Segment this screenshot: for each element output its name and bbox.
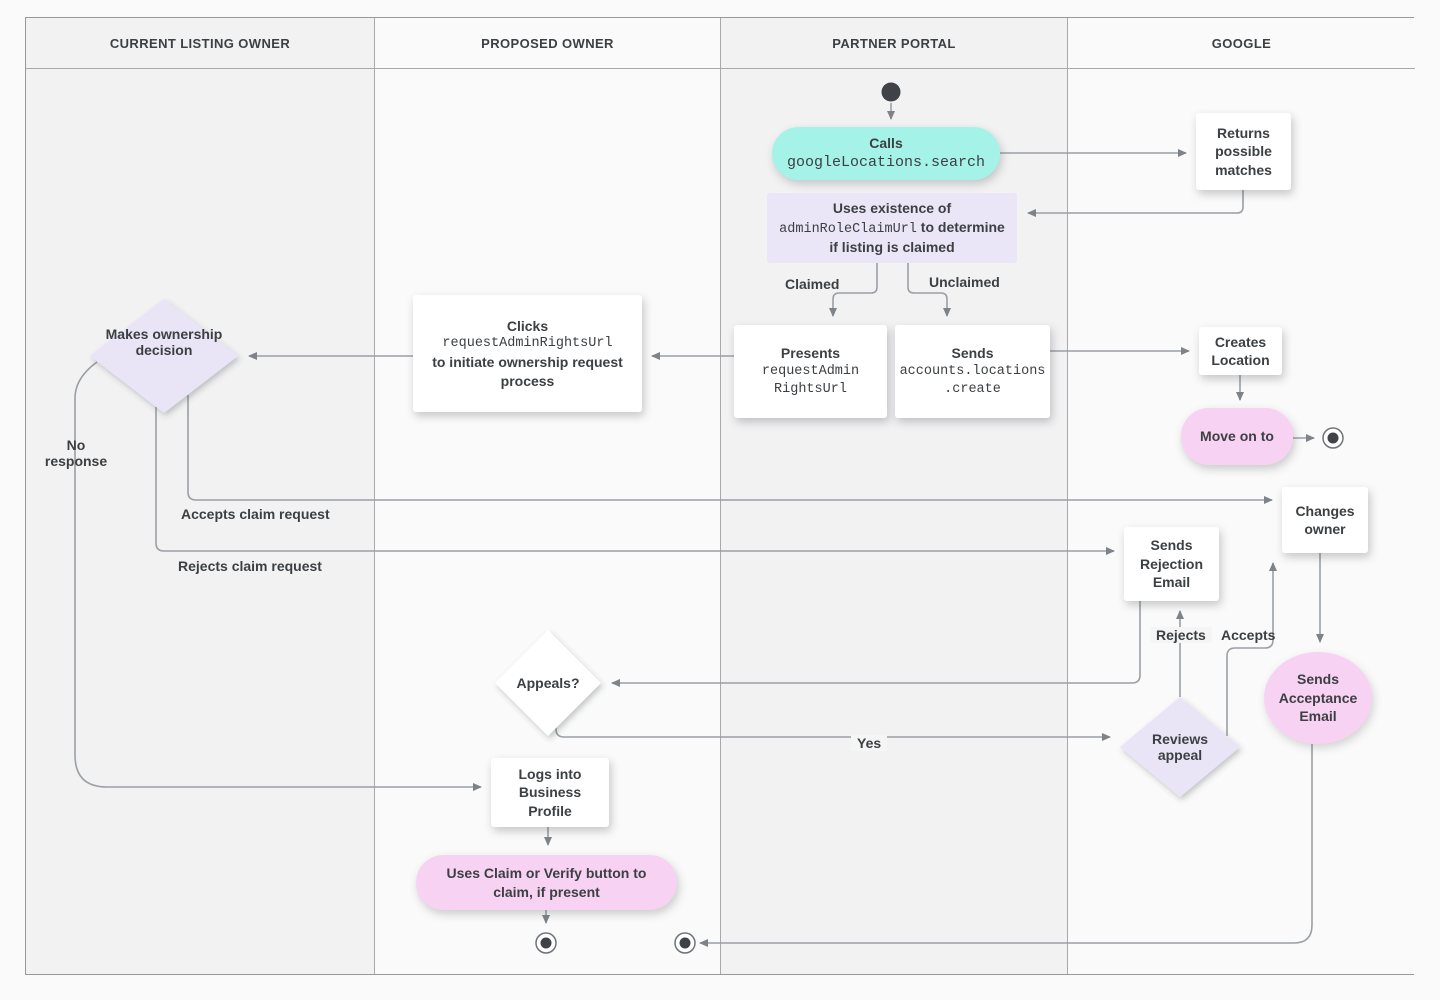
edge-label-rejects: Rejects [1150,627,1212,643]
edge-accepts-claim [187,395,1273,504]
node-logs-into-business-profile: Logs into Business Profile [491,758,609,827]
edge-label-accepts: Accepts [1221,627,1276,643]
decision-reviews-appeal [1120,697,1240,797]
edge-rejection-to-appeals [611,601,1141,687]
lane-header-proposed-owner: PROPOSED OWNER [375,18,720,69]
node-label: Creates Location [1211,333,1270,368]
edge-label-rejects-claim-request: Rejects claim request [178,558,322,574]
node-label: Uses Claim or Verify button to claim, if… [446,865,647,900]
edge-uses-unclaimed [907,263,951,317]
edge-returns-to-uses [1027,190,1244,217]
node-label: to initiate ownership request process [432,354,623,389]
decision-appeals [495,630,601,736]
end-node-acceptance [674,932,696,954]
decision-makes-ownership [90,299,238,413]
node-sends-rejection-email: Sends Rejection Email [1124,527,1219,601]
node-presents-requestadminrightsurl: Presents requestAdmin RightsUrl [734,325,887,418]
node-sends-accounts-locations-create: Sends accounts.locations .create [895,325,1050,418]
node-uses-existence: Uses existence of adminRoleClaimUrl to d… [767,193,1017,263]
node-label: Sends [951,345,994,362]
edge-label-unclaimed: Unclaimed [929,274,1000,290]
label-appeals: Appeals? [516,675,580,691]
lane-header-current-listing-owner: CURRENT LISTING OWNER [26,18,374,69]
node-label: Changes owner [1295,502,1355,537]
lane-current-listing-owner: CURRENT LISTING OWNER [26,18,374,974]
node-changes-owner: Changes owner [1282,487,1368,553]
start-node [881,82,901,102]
edge-appeals-yes [555,716,1111,741]
node-sends-acceptance-email: Sends Acceptance Email [1264,652,1372,744]
node-label: Returns possible matches [1215,124,1272,178]
edge-label-claimed: Claimed [785,276,840,292]
edge-label-no-response: No response [44,437,108,469]
edge-no-response [74,361,482,791]
node-move-on-to: Move on to [1181,408,1293,465]
edge-acceptance-to-end [699,744,1313,947]
node-label: Calls [869,135,903,152]
node-calls-googlelocations-search: Calls googleLocations.search [772,127,1000,180]
node-label: Uses existence of adminRoleClaimUrl to d… [779,200,1005,256]
lane-header-google: GOOGLE [1068,18,1415,69]
end-node-claim [535,932,557,954]
node-label: Logs into Business Profile [518,765,582,819]
edge-reviews-accepts [1226,562,1277,736]
node-code: accounts.locations [899,363,1046,379]
node-clicks-requestadminrightsurl: Clicks requestAdminRightsUrl to initiate… [413,295,642,412]
node-uses-claim-or-verify: Uses Claim or Verify button to claim, if… [416,855,677,910]
node-code: requestAdminRightsUrl [442,336,613,352]
node-creates-location: Creates Location [1199,327,1282,375]
node-code: RightsUrl [774,381,847,397]
edge-label-accepts-claim-request: Accepts claim request [181,506,330,522]
label-makes-ownership-decision: Makes ownership decision [105,326,223,358]
node-label: Sends Acceptance Email [1278,671,1358,725]
edge-uses-claimed [829,263,878,317]
edge-label-yes: Yes [851,735,888,751]
end-node-google [1322,427,1344,449]
label-reviews-appeal: Reviews appeal [1151,731,1209,763]
node-label: Presents [780,345,841,362]
node-returns-possible-matches: Returns possible matches [1196,113,1291,190]
edge-rejects-claim [155,407,1115,555]
node-label: Clicks [506,317,549,334]
node-code: .create [944,381,1001,397]
node-label: Move on to [1200,428,1274,445]
node-code: requestAdmin [761,363,860,379]
lane-header-partner-portal: PARTNER PORTAL [721,18,1067,69]
node-code: googleLocations.search [786,153,986,171]
node-label: Sends Rejection Email [1139,537,1203,591]
